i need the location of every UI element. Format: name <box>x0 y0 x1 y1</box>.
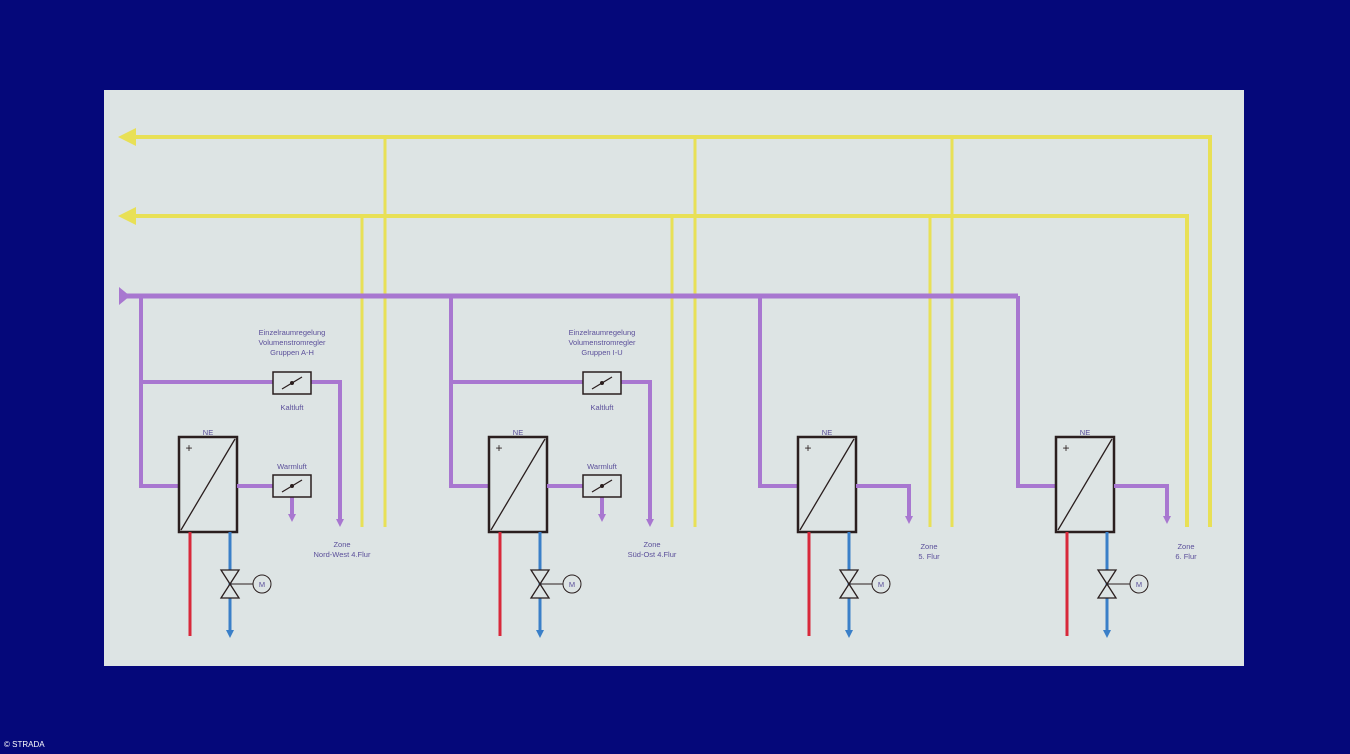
motor-icon <box>871 574 891 594</box>
supply-outlet-line <box>856 484 911 516</box>
motor-icon <box>252 574 272 594</box>
supply-drop-line <box>139 296 179 488</box>
arrow-down-icon <box>905 516 913 524</box>
motor-label: M <box>878 580 884 589</box>
zone-label: Zone <box>1177 542 1194 551</box>
damper-pivot-icon <box>600 381 604 385</box>
cold-air-label: Kaltluft <box>591 403 615 412</box>
unit-label: NE <box>513 428 523 437</box>
controller-label: Volumenstromregler <box>258 338 326 347</box>
arrow-down-icon <box>288 514 296 522</box>
controller-label: Volumenstromregler <box>568 338 636 347</box>
plus-icon: + <box>185 441 192 455</box>
exchanger-diagonal <box>490 438 546 531</box>
exchanger-diagonal <box>180 438 236 531</box>
plus-icon: + <box>495 441 502 455</box>
motor-label: M <box>569 580 575 589</box>
exchanger-diagonal <box>1057 438 1113 531</box>
supply-drop-line <box>1016 296 1056 488</box>
supply-drop-line <box>449 296 489 488</box>
controller-label: Gruppen I-U <box>581 348 622 357</box>
arrow-down-icon <box>1163 516 1171 524</box>
arrow-left-icon <box>118 128 136 146</box>
arrow-down-icon <box>536 630 544 638</box>
exchanger-diagonal <box>799 438 855 531</box>
arrow-down-icon <box>598 514 606 522</box>
controller-label: Gruppen A-H <box>270 348 314 357</box>
zone-label: 5. Flur <box>918 552 940 561</box>
motor-icon <box>1129 574 1149 594</box>
cold-air-line <box>311 380 342 519</box>
supply-inlet-icon <box>119 287 130 305</box>
motor-label: M <box>259 580 265 589</box>
copyright-notice: © STRADA <box>4 740 45 749</box>
controller-label: Einzelraumregelung <box>569 328 636 337</box>
damper-pivot-icon <box>290 484 294 488</box>
arrow-down-icon <box>336 519 344 527</box>
cold-air-label: Kaltluft <box>281 403 305 412</box>
arrow-left-icon <box>118 207 136 225</box>
cold-air-line <box>621 380 652 519</box>
motor-label: M <box>1136 580 1142 589</box>
unit-label: NE <box>1080 428 1090 437</box>
supply-drop-line <box>758 296 798 488</box>
zone-label: Süd-Ost 4.Flur <box>628 550 677 559</box>
warm-air-label: Warmluft <box>587 462 618 471</box>
warm-air-label: Warmluft <box>277 462 308 471</box>
arrow-down-icon <box>226 630 234 638</box>
plus-icon: + <box>1062 441 1069 455</box>
damper-pivot-icon <box>290 381 294 385</box>
arrow-down-icon <box>845 630 853 638</box>
zone-label: Zone <box>643 540 660 549</box>
unit-label: NE <box>822 428 832 437</box>
zone-label: Zone <box>920 542 937 551</box>
supply-outlet-line <box>1114 484 1169 516</box>
zone-unit-2: + NE M EinzelraumregelungVolumenstromregler… <box>449 296 677 638</box>
plus-icon: + <box>804 441 811 455</box>
arrow-down-icon <box>1103 630 1111 638</box>
zone-label: 6. Flur <box>1175 552 1197 561</box>
exhaust-main-line-1 <box>130 135 1212 527</box>
arrow-down-icon <box>646 519 654 527</box>
zone-label: Zone <box>333 540 350 549</box>
motor-icon <box>562 574 582 594</box>
unit-label: NE <box>203 428 213 437</box>
controller-label: Einzelraumregelung <box>259 328 326 337</box>
damper-pivot-icon <box>600 484 604 488</box>
exhaust-main-line-2 <box>130 214 1189 527</box>
zone-label: Nord-West 4.Flur <box>314 550 371 559</box>
zone-unit-1: + NE M EinzelraumregelungVolumenstromregler… <box>139 296 371 638</box>
